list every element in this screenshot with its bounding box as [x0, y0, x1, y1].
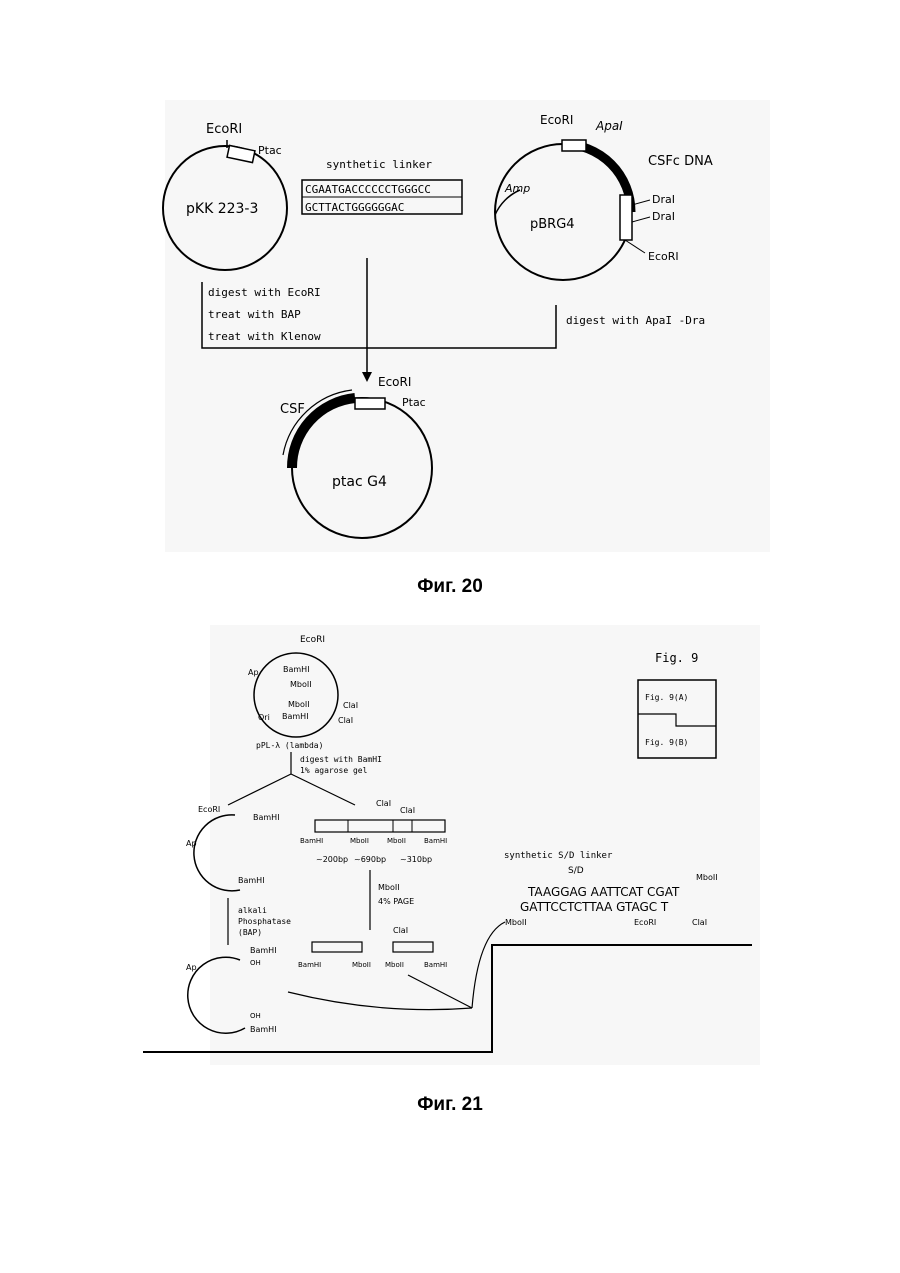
size-690bp: ~690bp — [354, 855, 386, 864]
seg-mboii-2: MboII — [387, 837, 406, 845]
vec-oh-top: OH — [250, 959, 261, 967]
page-step-label: 4% PAGE — [378, 897, 414, 906]
sd-linker-top: TAAGGAG AATTCAT CGAT — [527, 885, 680, 899]
mboii-label-1: MboII — [290, 680, 312, 689]
bottom-clai: ClaI — [393, 926, 408, 935]
mboii-right-label: MboII — [696, 873, 718, 882]
bap-label-3: (BAP) — [238, 928, 262, 937]
ecori-top-label: EcoRI — [300, 635, 325, 645]
clai-label-a: ClaI — [376, 799, 391, 808]
seg-mboii-1: MboII — [350, 837, 369, 845]
step-outline — [143, 945, 752, 1052]
clai-label-1: ClaI — [343, 701, 358, 710]
fig9a-label: Fig. 9(A) — [645, 693, 688, 702]
connector-curve-left — [288, 992, 472, 1010]
frag-ap-label: Ap — [186, 839, 197, 848]
ppl-plasmid-label: pPL-λ (lambda) — [256, 741, 323, 750]
clai-label-b: ClaI — [400, 806, 415, 815]
linker-clai-label: ClaI — [692, 918, 707, 927]
linker-mboii-label: MboII — [505, 918, 527, 927]
sd-linker-bottom: GATTCCTCTTAA GTAGC T — [520, 900, 669, 914]
fig9b-label: Fig. 9(B) — [645, 738, 688, 747]
fig9-label: Fig. 9 — [655, 651, 698, 665]
ap-label-top: Ap — [248, 668, 259, 677]
bottom-fragment-1 — [312, 942, 362, 952]
vec-oh-bottom: OH — [250, 1012, 261, 1020]
vec-ap-label: Ap — [186, 963, 197, 972]
bamhi-label-2: BamHI — [282, 712, 309, 721]
sd-label: S/D — [568, 866, 584, 876]
mboii-label-2: MboII — [288, 700, 310, 709]
split-line-left — [228, 774, 291, 805]
vec-bamhi-bottom: BamHI — [250, 1025, 277, 1034]
agarose-gel: 1% agarose gel — [300, 766, 368, 775]
bottom-bamhi-2: BamHI — [424, 961, 447, 969]
bottom-bamhi-1: BamHI — [298, 961, 321, 969]
bottom-fragment-2 — [393, 942, 433, 952]
frag-bamhi-bottom-label: BamHI — [238, 876, 265, 885]
size-200bp: ~200bp — [316, 855, 348, 864]
seg-bamhi-1: BamHI — [300, 837, 323, 845]
split-line-right — [291, 774, 355, 805]
bap-label-2: Phosphatase — [238, 917, 291, 926]
ori-label: Ori — [258, 713, 270, 722]
seg-bamhi-2: BamHI — [424, 837, 447, 845]
segment-bar — [315, 820, 445, 832]
connector-curve-right — [472, 922, 505, 1008]
bap-label-1: alkali — [238, 906, 267, 915]
frag-bamhi-top-label: BamHI — [253, 813, 280, 822]
vec-bamhi-top: BamHI — [250, 946, 277, 955]
figure-21-caption: Фиг. 21 — [350, 1094, 550, 1116]
digest-bamhi: digest with BamHI — [300, 755, 382, 764]
clai-label-2: ClaI — [338, 716, 353, 725]
bottom-mboii-2: MboII — [385, 961, 404, 969]
mboii-step-label: MboII — [378, 883, 400, 892]
vector-fragment-arc — [194, 815, 240, 891]
frag-ecori-label: EcoRI — [198, 805, 220, 814]
bamhi-label-1: BamHI — [283, 665, 310, 674]
bottom-mboii-1: MboII — [352, 961, 371, 969]
linker-ecori-label: EcoRI — [634, 918, 656, 927]
sd-linker-title: synthetic S/D linker — [504, 851, 613, 861]
size-310bp: ~310bp — [400, 855, 432, 864]
connector-line-middle — [408, 975, 472, 1008]
